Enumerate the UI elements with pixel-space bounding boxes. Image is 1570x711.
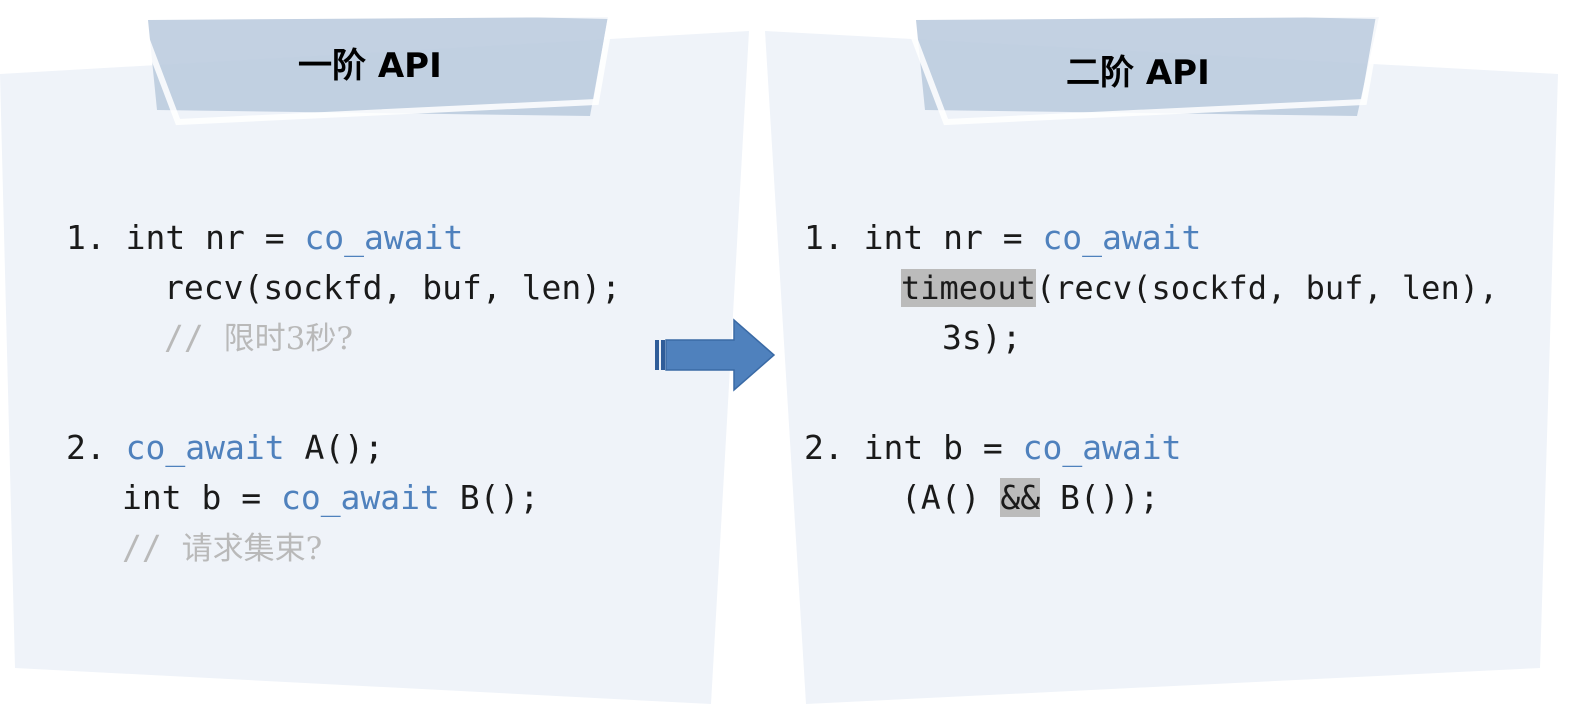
code-text: B());	[1040, 478, 1160, 517]
item-number: 2.	[66, 428, 106, 467]
keyword-co-await: co_await	[280, 478, 440, 517]
code-text: int nr =	[863, 218, 1043, 257]
code-text: (A()	[901, 478, 1001, 517]
right-item-2-line-2: (A() && B());	[901, 478, 1159, 518]
right-item-1-line-1: 1. int nr = co_await	[804, 218, 1201, 258]
left-title-banner	[129, 2, 615, 126]
right-item-1-line-2: timeout(recv(sockfd, buf, len),	[901, 268, 1498, 308]
left-item-2-line-1: 2. co_await A();	[66, 428, 384, 468]
right-item-2-line-1: 2. int b = co_await	[804, 428, 1182, 468]
item-number: 2.	[804, 428, 844, 467]
right-arrow-icon	[655, 318, 776, 392]
left-item-1-comment: // 限时3秒?	[164, 318, 353, 359]
right-panel-title: 二阶 API	[1066, 53, 1210, 93]
item-number: 1.	[66, 218, 106, 257]
left-item-1-line-1: 1. int nr = co_await	[66, 218, 463, 258]
keyword-co-await: co_await	[1042, 218, 1202, 257]
keyword-co-await: co_await	[304, 218, 464, 257]
comment-prefix: //	[122, 528, 182, 567]
comment-text: 限时3秒?	[223, 321, 353, 357]
left-panel-title: 一阶 API	[298, 46, 442, 86]
keyword-co-await: co_await	[1022, 428, 1182, 467]
code-text: B();	[439, 478, 540, 517]
keyword-co-await: co_await	[125, 428, 285, 467]
left-item-1-line-2: recv(sockfd, buf, len);	[164, 268, 621, 307]
code-text: int b =	[863, 428, 1023, 467]
left-item-2-line-2: int b = co_await B();	[122, 478, 539, 518]
code-text: A();	[284, 428, 384, 467]
left-item-2-comment: // 请求集束?	[122, 528, 322, 569]
right-panel-background	[765, 31, 1558, 704]
code-text: int b =	[122, 478, 281, 517]
right-title-banner	[897, 2, 1383, 126]
comment-text: 请求集束?	[181, 531, 323, 567]
comment-prefix: //	[164, 318, 224, 357]
left-panel-background	[0, 31, 749, 704]
code-text: (recv(sockfd, buf, len),	[1035, 269, 1499, 307]
highlighted-timeout: timeout	[901, 269, 1036, 307]
right-item-1-line-3: 3s);	[942, 318, 1022, 357]
code-text: int nr =	[125, 218, 305, 257]
item-number: 1.	[804, 218, 844, 257]
highlighted-and-operator: &&	[1000, 478, 1041, 517]
